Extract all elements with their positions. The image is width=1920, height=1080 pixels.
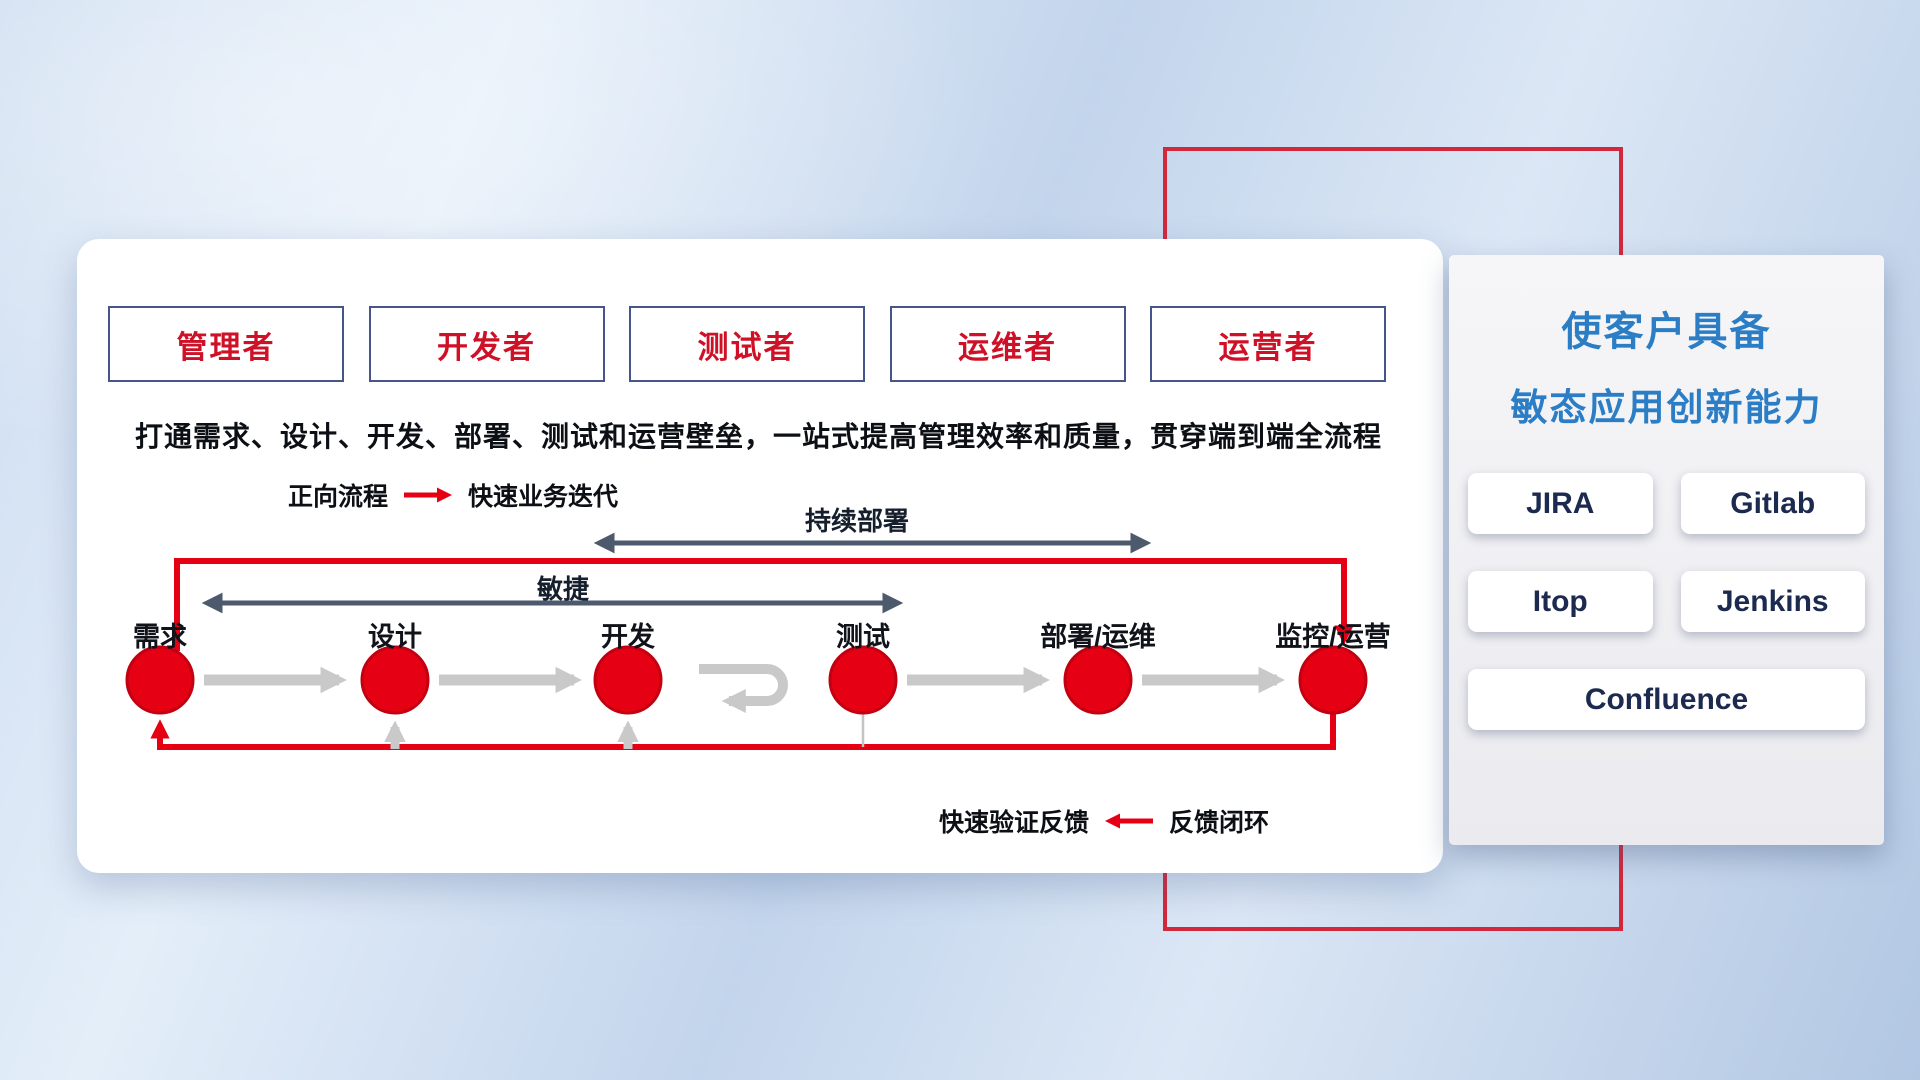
agile-label: 敏捷 bbox=[536, 574, 589, 604]
role-box-developer: 开发者 bbox=[368, 306, 605, 382]
stage-label-requirement: 需求 bbox=[133, 622, 187, 652]
role-label: 运维者 bbox=[958, 329, 1057, 365]
tools-grid: JIRA Gitlab Itop Jenkins Confluence bbox=[1449, 473, 1884, 730]
stage-node-design bbox=[360, 645, 430, 715]
tool-badge-jira: JIRA bbox=[1468, 473, 1653, 534]
forward-flow-legend: 正向流程 快速业务迭代 bbox=[288, 477, 618, 513]
stage-node-requirement bbox=[125, 645, 195, 715]
forward-flow-label: 正向流程 bbox=[288, 483, 389, 511]
role-box-business-operator: 运营者 bbox=[1150, 306, 1386, 382]
stage-label-design: 设计 bbox=[368, 622, 422, 652]
tool-badge-gitlab: Gitlab bbox=[1680, 473, 1865, 534]
stage-label-test: 测试 bbox=[836, 622, 890, 652]
forward-flow-value: 快速业务迭代 bbox=[468, 483, 619, 511]
role-box-tester: 测试者 bbox=[629, 306, 865, 382]
devops-flow-panel: 管理者 开发者 测试者 运维者 运营者 打通需求、设计、开发、部署、测试和运营壁… bbox=[77, 239, 1443, 873]
role-label: 运营者 bbox=[1218, 329, 1318, 365]
stage-node-test bbox=[828, 645, 898, 715]
feedback-legend: 快速验证反馈 反馈闭环 bbox=[939, 803, 1269, 839]
role-box-manager: 管理者 bbox=[108, 306, 344, 382]
feedback-loop-line bbox=[150, 712, 1336, 750]
continuous-deploy-label: 持续部署 bbox=[804, 506, 909, 536]
capability-title-line1: 使客户具备 bbox=[1561, 310, 1772, 354]
tool-badge-jenkins: Jenkins bbox=[1680, 571, 1865, 632]
forward-arrow-icon bbox=[404, 487, 453, 503]
stage-node-develop bbox=[593, 645, 663, 715]
stage-node-monitor-ops bbox=[1298, 645, 1368, 715]
stage-node-deploy-ops bbox=[1063, 645, 1133, 715]
role-label: 开发者 bbox=[437, 329, 536, 365]
role-label: 管理者 bbox=[176, 329, 276, 365]
tool-badge-confluence: Confluence bbox=[1468, 669, 1865, 730]
iteration-loop-icon bbox=[699, 664, 788, 714]
capability-panel: 使客户具备 敏态应用创新能力 JIRA Gitlab Itop Jenkins … bbox=[1449, 255, 1884, 845]
capability-title-line2: 敏态应用创新能力 bbox=[1510, 387, 1823, 428]
role-box-operator: 运维者 bbox=[889, 306, 1126, 382]
stage-label-monitor-ops: 监控/运营 bbox=[1275, 622, 1391, 652]
roles-row: 管理者 开发者 测试者 运维者 运营者 bbox=[108, 306, 1386, 382]
feedback-arrow-icon bbox=[1105, 813, 1154, 829]
feedback-value: 反馈闭环 bbox=[1169, 809, 1270, 837]
panel-subtitle: 打通需求、设计、开发、部署、测试和运营壁垒，一站式提高管理效率和质量，贯穿端到端… bbox=[135, 421, 1383, 452]
stage-label-deploy-ops: 部署/运维 bbox=[1040, 622, 1156, 652]
stage-label-develop: 开发 bbox=[601, 622, 655, 652]
tool-badge-itop: Itop bbox=[1468, 571, 1653, 632]
feedback-label: 快速验证反馈 bbox=[939, 809, 1090, 837]
role-label: 测试者 bbox=[697, 329, 797, 365]
